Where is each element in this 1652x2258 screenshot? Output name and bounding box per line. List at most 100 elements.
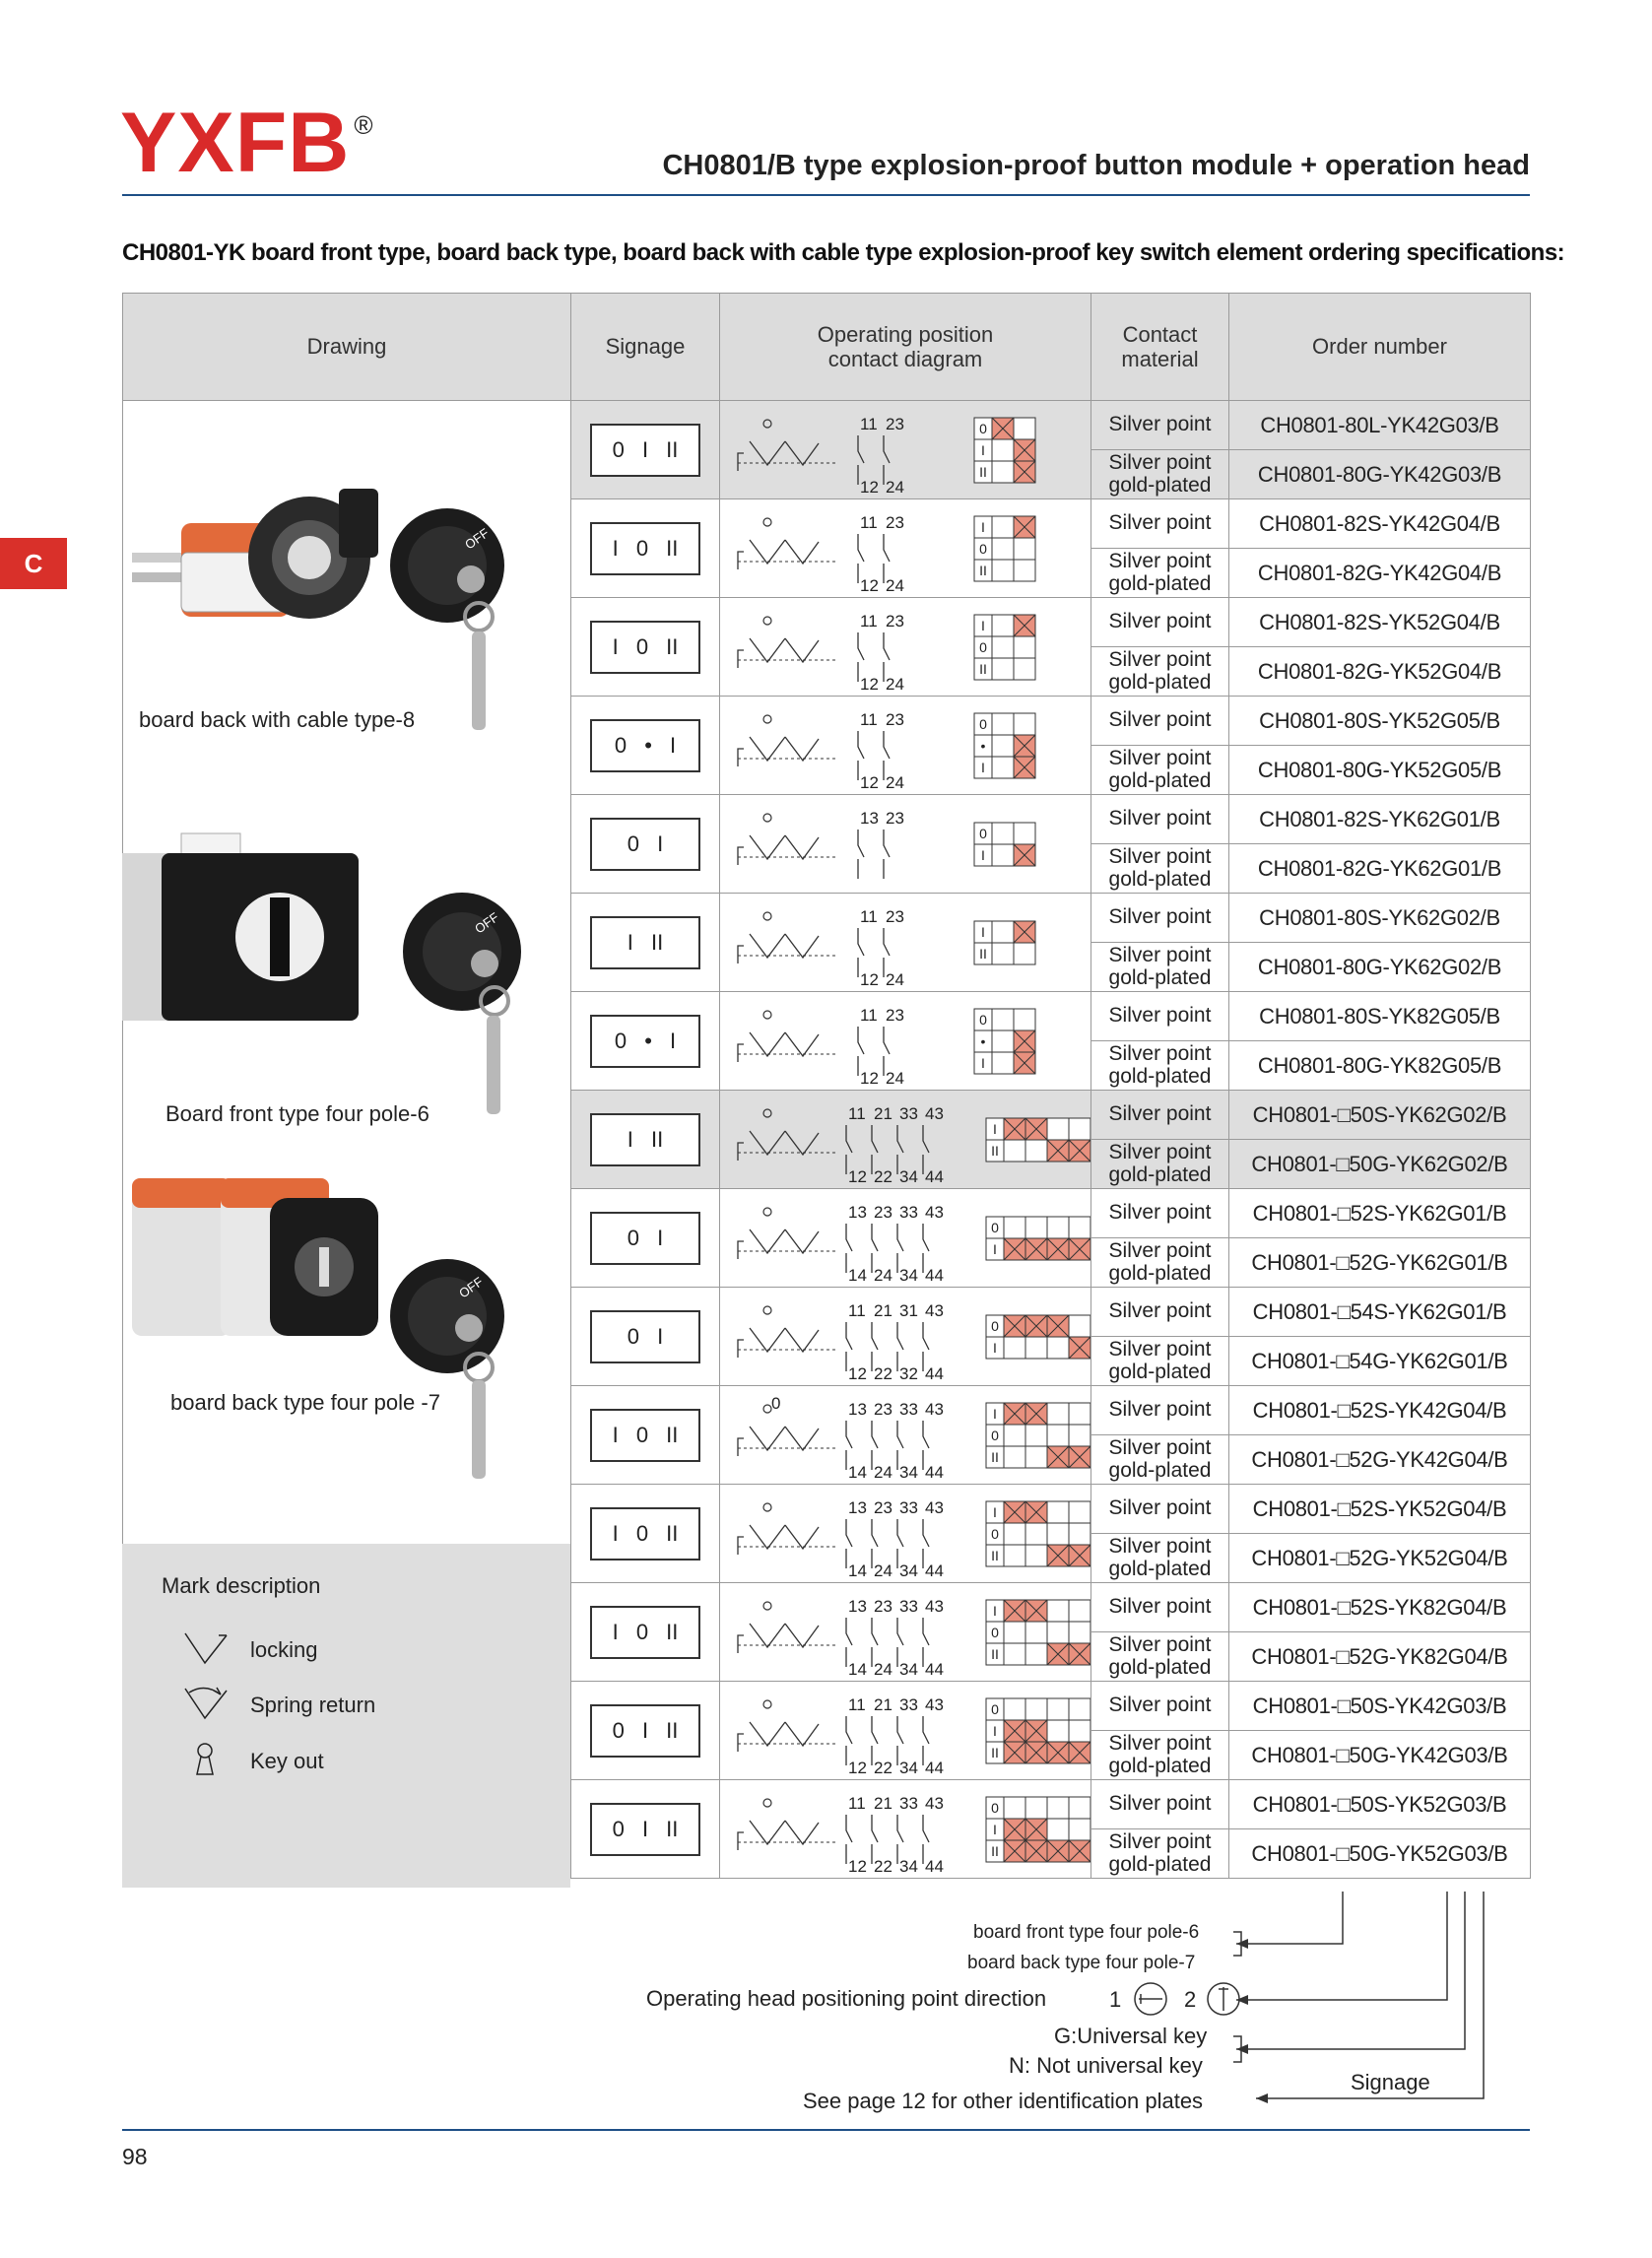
contact-symbol xyxy=(871,1617,879,1667)
signage-plate: 0 • I xyxy=(590,718,700,772)
terminal-bottom-label: 14 xyxy=(848,1660,867,1679)
order-number-silver: CH0801-82S-YK42G04/B xyxy=(1228,498,1531,549)
material-silver: Silver point xyxy=(1090,1582,1229,1632)
contact-closed-mark xyxy=(1013,614,1036,636)
contact-closed-mark xyxy=(1046,1139,1070,1162)
detent-symbol xyxy=(749,539,786,564)
key-out-icon xyxy=(762,1698,772,1709)
contact-open-cell xyxy=(991,614,1015,636)
state-label: I xyxy=(981,519,985,535)
terminal-bottom-label: 24 xyxy=(874,1561,892,1580)
state-label: I xyxy=(981,442,985,458)
state-label: 0 xyxy=(991,1625,999,1640)
contact-open-cell xyxy=(991,537,1015,560)
contact-closed-mark xyxy=(1013,460,1036,483)
terminal-bottom-label: 32 xyxy=(899,1364,918,1383)
key-out-icon xyxy=(762,1009,772,1020)
contact-closed-mark xyxy=(1003,1599,1026,1622)
terminal-top-label: 13 xyxy=(848,1203,867,1222)
terminal-bottom-label: 44 xyxy=(925,1759,944,1777)
terminal-bottom-label: 34 xyxy=(899,1167,918,1186)
footer-rule xyxy=(122,2129,1530,2131)
terminal-top-label: 11 xyxy=(860,907,878,926)
terminal-top-label: 11 xyxy=(860,710,878,729)
contact-symbol xyxy=(871,1321,879,1371)
terminal-top-label: 31 xyxy=(899,1301,918,1320)
signage-plate: 0 I II xyxy=(590,1703,700,1758)
contact-symbol xyxy=(845,1518,853,1568)
contact-open-cell xyxy=(1046,1599,1070,1622)
detent-symbol xyxy=(784,736,820,762)
contact-closed-mark xyxy=(1013,734,1036,757)
terminal-top-label: 43 xyxy=(925,1597,944,1616)
contact-symbol xyxy=(922,1518,930,1568)
terminal-bottom-label: 12 xyxy=(848,1759,867,1777)
contact-open-cell xyxy=(1003,1544,1026,1566)
order-number-silver: CH0801-82S-YK62G01/B xyxy=(1228,794,1531,844)
detent-symbol xyxy=(749,1721,786,1747)
contact-open-cell xyxy=(991,460,1015,483)
signage-plate: I II xyxy=(590,915,700,969)
contact-open-cell xyxy=(991,438,1015,461)
contact-closed-mark xyxy=(1024,1314,1048,1337)
order-number-silver: CH0801-□52S-YK52G04/B xyxy=(1228,1484,1531,1534)
page-title: CH0801/B type explosion-proof button mod… xyxy=(662,150,1530,181)
detent-symbol xyxy=(749,933,786,959)
contact-closed-mark xyxy=(1068,1642,1090,1665)
contact-symbol xyxy=(845,1814,853,1864)
terminal-bottom-label: 44 xyxy=(925,1266,944,1285)
legend-key-n: N: Not universal key xyxy=(1009,2053,1203,2078)
contact-open-cell xyxy=(1003,1424,1026,1446)
terminal-bottom-label: 24 xyxy=(886,773,904,792)
contact-closed-mark xyxy=(1068,1741,1090,1763)
detent-symbol xyxy=(784,637,820,663)
state-label: II xyxy=(991,1143,999,1159)
contact-closed-mark xyxy=(1046,1314,1070,1337)
contact-closed-mark xyxy=(1046,1237,1070,1260)
contact-open-cell xyxy=(1024,1621,1048,1643)
contact-closed-mark xyxy=(1003,1237,1026,1260)
signage-plate: I 0 II xyxy=(590,1605,700,1659)
state-label: I xyxy=(993,1406,997,1422)
contact-open-cell xyxy=(1068,1522,1090,1545)
detent-symbol xyxy=(784,933,820,959)
order-legend-lines xyxy=(1134,1892,1485,2103)
contact-symbol xyxy=(845,1617,853,1667)
state-label: II xyxy=(979,563,987,578)
chapter-tab[interactable]: C xyxy=(0,538,67,589)
state-label: I xyxy=(993,1504,997,1520)
material-silver: Silver point xyxy=(1090,1090,1229,1140)
detent-symbol xyxy=(749,1426,786,1451)
state-label: 0 xyxy=(991,1318,999,1334)
cable-type-label: board back with cable type-8 xyxy=(139,707,416,732)
terminal-bottom-label: 24 xyxy=(886,576,904,595)
contact-closed-mark xyxy=(1013,1029,1036,1052)
contact-closed-mark xyxy=(1003,1500,1026,1523)
contact-open-cell xyxy=(991,843,1015,866)
contact-open-cell xyxy=(991,635,1015,658)
contact-symbol xyxy=(922,1124,930,1174)
order-number-gold: CH0801-80G-YK62G02/B xyxy=(1228,942,1531,992)
legend-direction-2: 2 xyxy=(1184,1987,1197,2012)
contact-open-cell xyxy=(1068,1314,1090,1337)
material-silver: Silver point xyxy=(1090,696,1229,746)
col-order: Order number xyxy=(1228,293,1531,401)
material-silver: Silver point xyxy=(1090,991,1229,1041)
signage-cell: 0 I II xyxy=(570,1681,720,1780)
detent-symbol xyxy=(784,1820,820,1845)
terminal-top-label: 13 xyxy=(860,809,879,828)
detent-symbol xyxy=(784,1229,820,1254)
